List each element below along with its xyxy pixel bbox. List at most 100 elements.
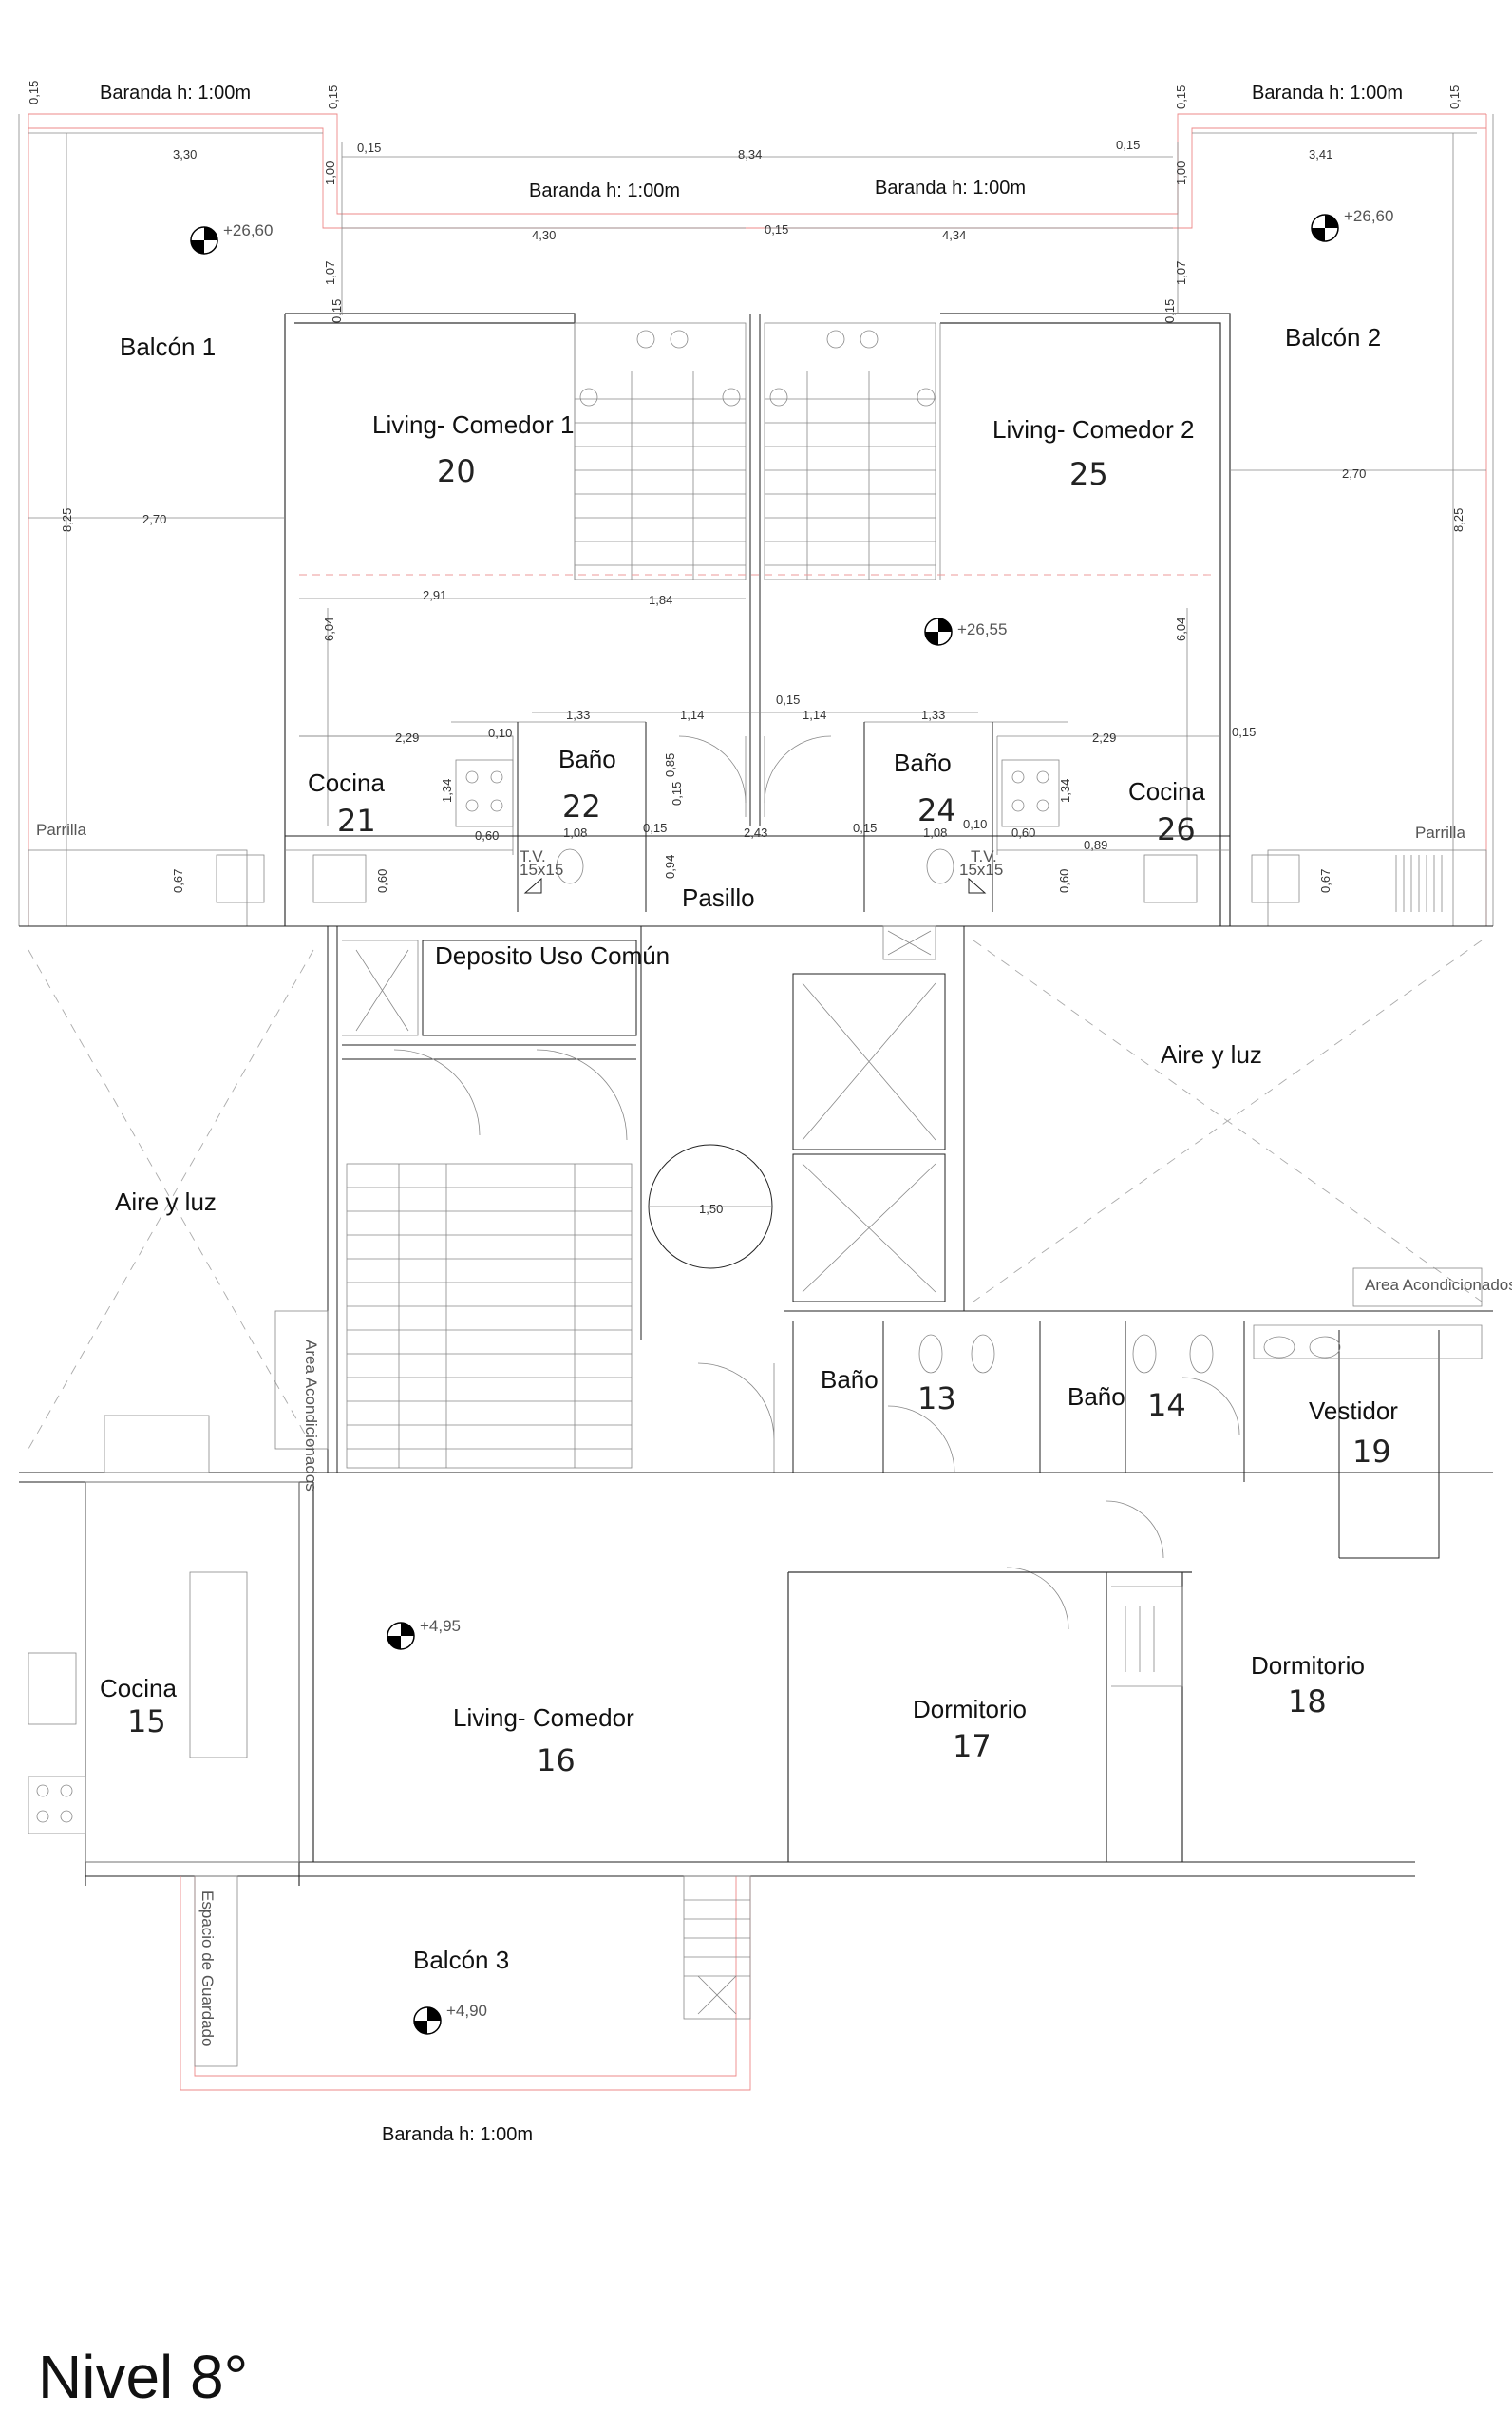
room-label-balcon3: Balcón 3 — [413, 1946, 509, 1974]
level-marker-balcon2 — [1311, 214, 1339, 242]
dim-text: 0,67 — [1318, 869, 1332, 893]
level-balcon1: +26,60 — [223, 221, 273, 239]
dim-text: 1,34 — [1058, 779, 1072, 803]
dimension-labels: 0,15 0,15 0,15 0,15 0,15 0,15 0,15 0,15 … — [27, 81, 1465, 1216]
level-balcon3: +4,90 — [446, 2002, 487, 2020]
room-label-dormitorio18: Dormitorio — [1251, 1651, 1365, 1680]
kitchen-21-fixtures — [216, 759, 514, 903]
room-number-21: 21 — [337, 803, 376, 839]
dim-text: 1,33 — [566, 708, 590, 722]
room-label-balcon1: Balcón 1 — [120, 332, 216, 361]
room-number-16: 16 — [537, 1742, 576, 1778]
room-number-14: 14 — [1147, 1387, 1186, 1423]
upper-dimension-lines — [28, 132, 1486, 926]
dim-text: 0,10 — [963, 817, 987, 831]
railing-label: Baranda h: 1:00m — [382, 2124, 533, 2145]
note-acond-left: Area Acondicionados — [302, 1340, 320, 1492]
room-number-15: 15 — [127, 1703, 166, 1739]
room-number-24: 24 — [917, 792, 956, 828]
dim-text: 4,34 — [942, 228, 966, 242]
dim-text: 1,33 — [921, 708, 945, 722]
level-hall: +26,55 — [957, 620, 1007, 638]
room-label-balcon2: Balcón 2 — [1285, 323, 1381, 352]
dim-text: 0,15 — [1116, 138, 1140, 152]
room-number-19: 19 — [1352, 1434, 1391, 1470]
dim-text: 0,15 — [1162, 299, 1177, 323]
railing-label: Baranda h: 1:00m — [100, 83, 251, 104]
dim-text: 0,60 — [475, 828, 499, 843]
room-label-bano14: Baño — [1068, 1382, 1125, 1411]
railing-label: Baranda h: 1:00m — [1252, 83, 1403, 104]
dim-text: 0,15 — [27, 81, 41, 104]
level-title: Nivel 8° — [38, 2343, 249, 2411]
dim-text: 0,89 — [1084, 838, 1107, 852]
railing-label: Baranda h: 1:00m — [875, 178, 1026, 199]
dim-text: 2,91 — [423, 588, 446, 602]
kitchen-26-fixtures — [1001, 759, 1300, 903]
note-acond-right: Area Acondicionados — [1365, 1276, 1512, 1294]
dim-text: 0,60 — [1011, 826, 1035, 840]
dim-text: 2,70 — [1342, 466, 1366, 481]
upper-stair-right — [764, 322, 936, 580]
dim-text: 0,15 — [357, 141, 381, 155]
room-number-13: 13 — [917, 1380, 956, 1416]
room-label-living1: Living- Comedor 1 — [372, 410, 574, 439]
dim-text: 1,07 — [1174, 261, 1188, 285]
dim-text: 0,10 — [488, 726, 512, 740]
room-number-26: 26 — [1157, 811, 1196, 847]
room-number-18: 18 — [1288, 1683, 1327, 1720]
room-label-bano24: Baño — [894, 749, 952, 777]
level-living16: +4,95 — [420, 1617, 461, 1635]
room-label-aire-right: Aire y luz — [1161, 1040, 1262, 1069]
dim-text: 0,15 — [776, 693, 800, 707]
dim-text: 1,84 — [649, 593, 672, 607]
dim-text: 1,34 — [440, 779, 454, 803]
room-number-20: 20 — [437, 453, 476, 489]
note-parrilla-right: Parrilla — [1415, 824, 1465, 842]
room-label-cocina26: Cocina — [1128, 777, 1205, 806]
room-label-living2: Living- Comedor 2 — [992, 415, 1194, 444]
room-label-cocina15: Cocina — [100, 1674, 177, 1702]
dim-text: 0,15 — [853, 821, 877, 835]
dim-text: 6,04 — [1174, 618, 1188, 641]
dim-text: 8,34 — [738, 147, 762, 162]
dim-text: 2,29 — [1092, 731, 1116, 745]
dim-text: 3,30 — [173, 147, 197, 162]
dim-text: 1,07 — [323, 261, 337, 285]
dim-text: 2,29 — [395, 731, 419, 745]
dim-text: 1,50 — [699, 1202, 723, 1216]
dim-text: 3,41 — [1309, 147, 1332, 162]
level-markers — [190, 214, 1339, 2035]
dim-text: 1,08 — [563, 826, 587, 840]
dim-text: 4,30 — [532, 228, 556, 242]
plan-notes: Parrilla Parrilla Area Acondicionados Ar… — [36, 821, 1512, 2046]
level-marker-hall — [924, 618, 953, 646]
room-label-bano13: Baño — [821, 1365, 879, 1394]
railing-labels: Baranda h: 1:00m Baranda h: 1:00m Barand… — [100, 83, 1403, 2145]
dim-text: 1,14 — [803, 708, 826, 722]
dim-text: 8,25 — [60, 508, 74, 532]
level-values: +26,60 +26,60 +26,55 +4,95 +4,90 — [223, 207, 1393, 2020]
dim-text: 1,14 — [680, 708, 704, 722]
core-walls — [19, 925, 1493, 1472]
dim-text: 1,08 — [923, 826, 947, 840]
note-parrilla-left: Parrilla — [36, 821, 86, 839]
dim-text: 0,15 — [1232, 725, 1256, 739]
note-espacio: Espacio de Guardado — [198, 1890, 217, 2046]
dim-text: 0,67 — [171, 869, 185, 893]
note-tv1b: 15x15 — [520, 861, 563, 879]
room-number-25: 25 — [1069, 456, 1108, 492]
dim-text: 1,00 — [323, 162, 337, 185]
elevators — [792, 925, 946, 1302]
dim-text: 2,43 — [744, 826, 767, 840]
level-marker-living16 — [387, 1622, 415, 1650]
level-marker-balcon3 — [413, 2006, 442, 2035]
dim-text: 8,25 — [1451, 508, 1465, 532]
dim-text: 0,15 — [765, 222, 788, 237]
note-tv1: T.V. — [520, 847, 546, 865]
dim-text: 0,15 — [330, 299, 344, 323]
main-stair — [346, 1163, 633, 1469]
room-label-deposito: Deposito Uso Común — [435, 941, 670, 970]
dim-text: 0,15 — [670, 782, 684, 806]
dim-text: 0,60 — [1057, 869, 1071, 893]
